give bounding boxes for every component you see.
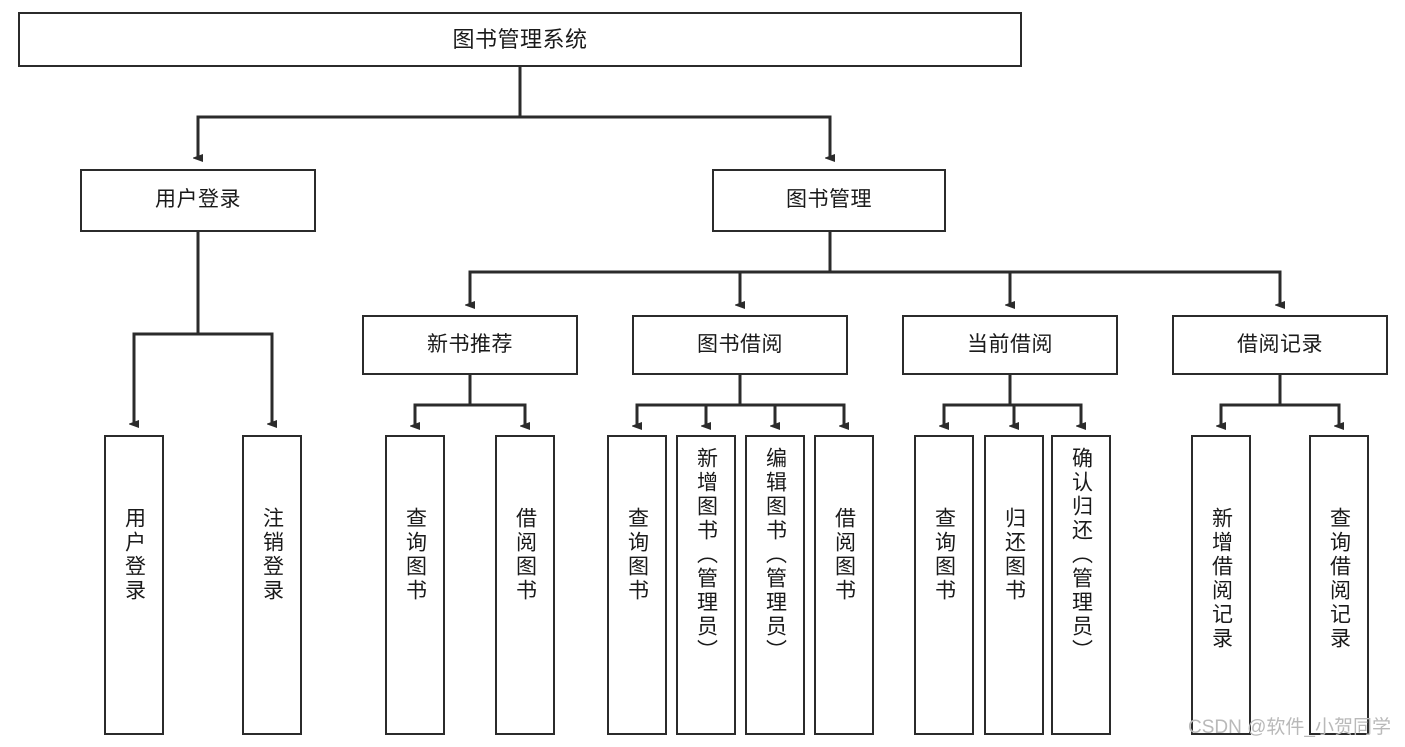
node-label: 图书借阅 [697, 332, 783, 356]
node-leaf-add-borrow-record[interactable]: 新增借阅记录 [1191, 435, 1251, 735]
node-root-book-management-system[interactable]: 图书管理系统 [18, 12, 1022, 67]
csdn-watermark: CSDN @软件_小贺同学 [1188, 717, 1391, 738]
node-label: 查询借阅记录 [1327, 507, 1351, 651]
node-leaf-return-book[interactable]: 归还图书 [984, 435, 1044, 735]
node-label: 确认归还（管理员） [1069, 447, 1093, 663]
node-label: 借阅图书 [513, 507, 537, 603]
node-label: 新增图书（管理员） [694, 447, 718, 663]
node-label: 图书管理 [786, 188, 872, 212]
node-leaf-confirm-return[interactable]: 确认归还（管理员） [1051, 435, 1111, 735]
node-label: 用户登录 [122, 507, 146, 603]
node-label: 归还图书 [1002, 507, 1026, 603]
node-leaf-edit-book[interactable]: 编辑图书（管理员） [745, 435, 805, 735]
node-leaf-query-book-recommend[interactable]: 查询图书 [385, 435, 445, 735]
node-borrow-record[interactable]: 借阅记录 [1172, 315, 1388, 375]
node-label: 借阅图书 [832, 507, 856, 603]
node-label: 注销登录 [260, 507, 284, 603]
node-leaf-query-book-current[interactable]: 查询图书 [914, 435, 974, 735]
node-book-management[interactable]: 图书管理 [712, 169, 946, 232]
node-leaf-query-book-borrow[interactable]: 查询图书 [607, 435, 667, 735]
node-label: 查询图书 [932, 507, 956, 603]
node-current-borrow[interactable]: 当前借阅 [902, 315, 1118, 375]
node-label: 图书管理系统 [452, 26, 588, 52]
node-leaf-add-book[interactable]: 新增图书（管理员） [676, 435, 736, 735]
node-leaf-query-borrow-record[interactable]: 查询借阅记录 [1309, 435, 1369, 735]
node-user-login[interactable]: 用户登录 [80, 169, 316, 232]
node-new-book-recommend[interactable]: 新书推荐 [362, 315, 578, 375]
node-label: 查询图书 [625, 507, 649, 603]
node-label: 新书推荐 [427, 332, 513, 356]
node-leaf-user-login[interactable]: 用户登录 [104, 435, 164, 735]
node-label: 当前借阅 [967, 332, 1053, 356]
node-leaf-borrow-book[interactable]: 借阅图书 [814, 435, 874, 735]
node-label: 用户登录 [155, 188, 241, 212]
node-leaf-logout-login[interactable]: 注销登录 [242, 435, 302, 735]
node-book-borrow[interactable]: 图书借阅 [632, 315, 848, 375]
node-label: 新增借阅记录 [1209, 507, 1233, 651]
node-label: 查询图书 [403, 507, 427, 603]
node-leaf-borrow-book-recommend[interactable]: 借阅图书 [495, 435, 555, 735]
node-label: 编辑图书（管理员） [763, 447, 787, 663]
node-label: 借阅记录 [1237, 332, 1323, 356]
